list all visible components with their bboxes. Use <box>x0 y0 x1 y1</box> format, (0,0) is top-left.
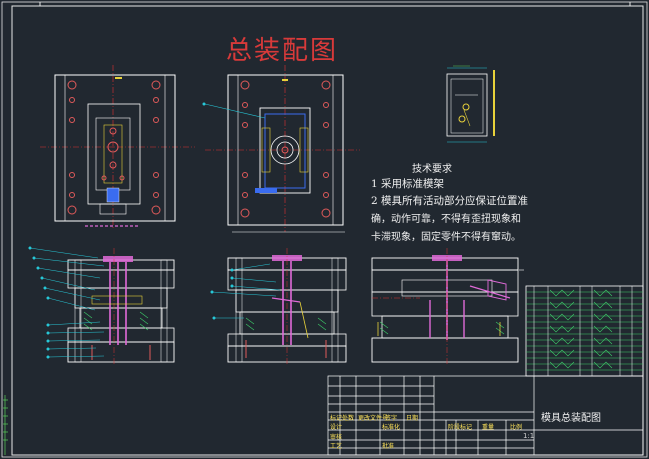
title-block-label: 阶段标记 <box>448 424 473 431</box>
title-block-label: 设计 <box>330 424 343 431</box>
drawing-scale: 1:1 <box>523 432 535 440</box>
title-block-label: 处数 <box>342 415 355 422</box>
tech-requirement-line-3: 确，动作可靠，不得有歪扭现象和 <box>371 214 521 225</box>
title-block-label: 比例 <box>510 424 523 431</box>
title-block-label: 标准化 <box>382 424 401 431</box>
inner-frame <box>11 5 644 456</box>
parts-list-table <box>525 285 644 377</box>
title-block-grid <box>327 375 644 456</box>
top-view-left <box>40 65 195 228</box>
top-view-middle <box>202 65 360 233</box>
left-edge-ruler <box>3 395 8 455</box>
tech-requirement-line-2: 2 模具所有活动部分应保证位置准 <box>371 195 529 207</box>
title-block-label: 重量 <box>482 424 495 431</box>
part-detail-view <box>446 65 495 143</box>
section-view-left <box>28 246 175 365</box>
title-block-label: 签字 <box>385 415 398 422</box>
title-block-label: 批准 <box>382 443 395 450</box>
tech-requirement-line-4: 卡滞现象，固定零件不得有窜动。 <box>371 232 521 243</box>
title-block-label: 工艺 <box>330 443 343 450</box>
tech-requirements-heading: 技术要求 <box>412 164 452 175</box>
drawing-name: 模具总装配图 <box>541 413 601 424</box>
section-view-middle <box>210 248 347 365</box>
drawing-title: 总装配图 <box>226 36 339 66</box>
title-block-label: 更改文件号 <box>358 415 389 422</box>
title-block-label: 审核 <box>330 434 343 441</box>
title-block-label: 标记 <box>330 415 343 422</box>
section-view-right <box>371 248 524 365</box>
title-block-label: 日期 <box>406 415 419 422</box>
tech-requirement-line-1: 1 采用标准模架 <box>371 178 445 190</box>
